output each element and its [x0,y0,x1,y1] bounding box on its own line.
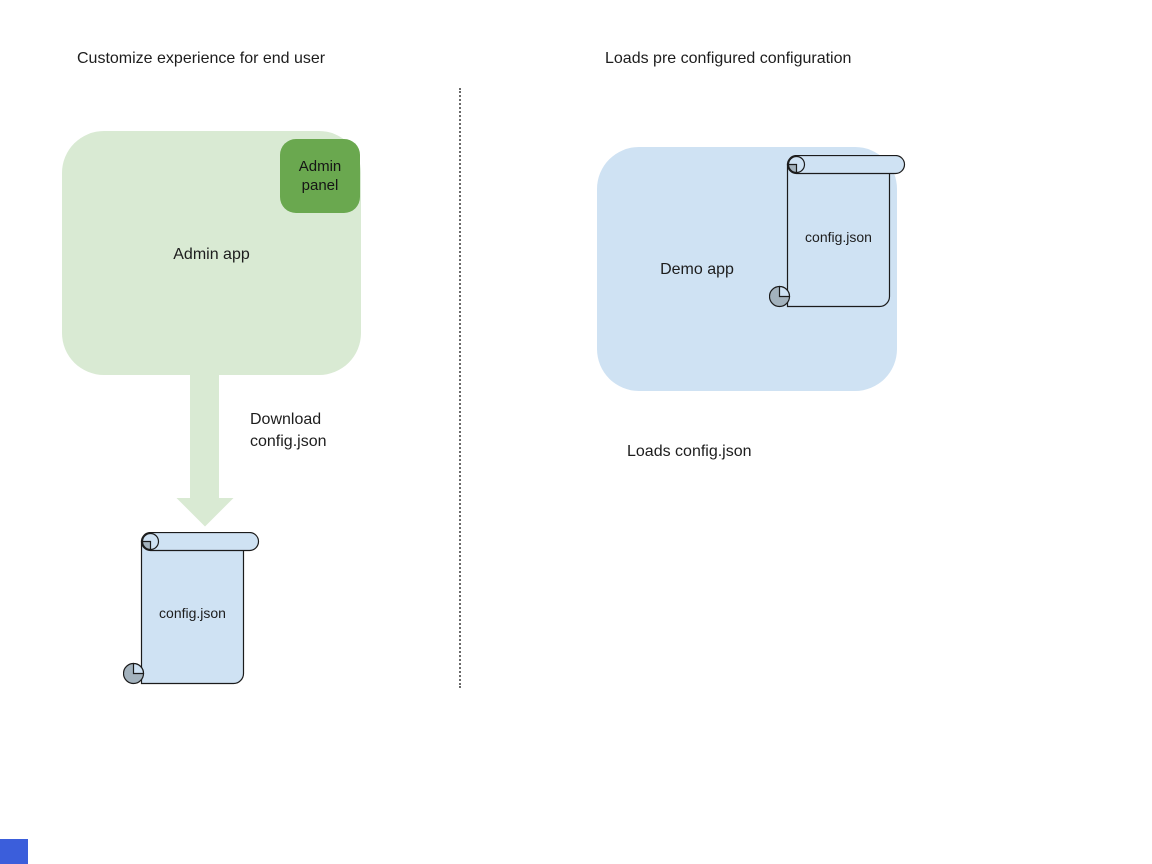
download-caption: Download config.json [250,409,327,453]
left-panel-title: Customize experience for end user [77,50,326,67]
config-scroll-icon [123,532,260,685]
admin-panel-badge: Admin panel [280,139,360,213]
admin-panel-label: Admin panel [298,158,342,194]
config-scroll-icon [769,155,906,308]
download-caption-line2: config.json [250,433,327,450]
right-panel-title: Loads pre configured configuration [605,50,852,67]
config-file-label: config.json [805,229,872,245]
config-file-label: config.json [159,605,226,621]
section-divider [459,88,461,688]
loads-config-caption: Loads config.json [627,443,752,460]
admin-app-label: Admin app [173,246,250,263]
corner-marker [0,839,28,864]
demo-app-label: Demo app [660,261,734,278]
download-arrow-icon [176,374,234,527]
download-caption-line1: Download [250,411,322,428]
